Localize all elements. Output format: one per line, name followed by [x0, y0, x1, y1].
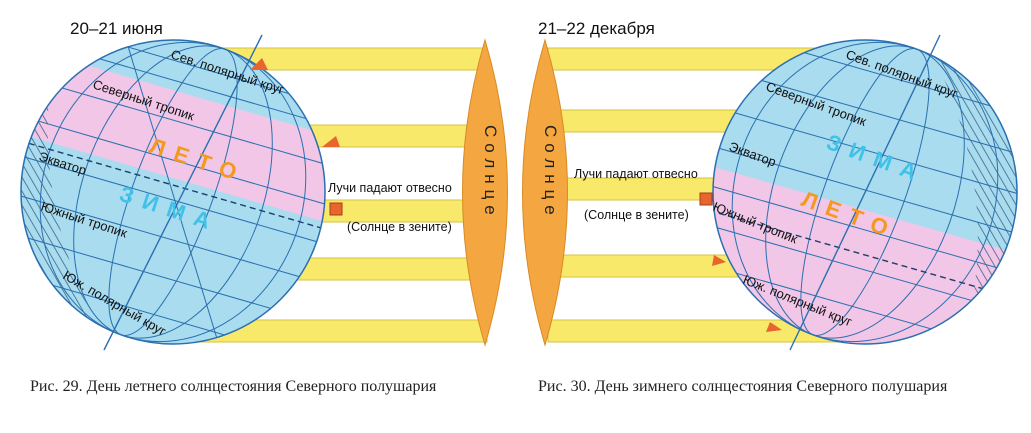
date-label: 20–21 июня	[70, 19, 163, 38]
earth-axis	[103, 34, 263, 351]
zenith-marker	[699, 192, 713, 206]
figure-summer-solstice: 20–21 июня	[20, 19, 508, 351]
angle-marker	[766, 322, 782, 332]
sun-label: Солнце	[541, 125, 560, 221]
figure-winter-solstice: 21–22 декабря	[522, 19, 1018, 351]
angle-marker	[322, 136, 340, 147]
angle-marker	[250, 58, 268, 70]
angle-marker	[712, 255, 726, 266]
rays-text: Лучи падают отвесно	[328, 181, 452, 195]
figure-30-caption: Рис. 30. День зимнего солнцестояния Севе…	[538, 378, 948, 395]
rays-text: Лучи падают отвесно	[574, 167, 698, 181]
zenith-marker	[329, 202, 343, 216]
sun-shape	[522, 38, 568, 347]
earth-axis	[789, 34, 941, 351]
zenith-text: (Солнце в зените)	[347, 220, 452, 234]
sun-shape	[462, 38, 508, 347]
sun-label: Солнце	[481, 125, 500, 221]
date-label: 21–22 декабря	[538, 19, 655, 38]
figure-29-caption: Рис. 29. День летнего солнцестояния Севе…	[30, 378, 437, 395]
zenith-text: (Солнце в зените)	[584, 208, 689, 222]
globe	[20, 34, 326, 351]
